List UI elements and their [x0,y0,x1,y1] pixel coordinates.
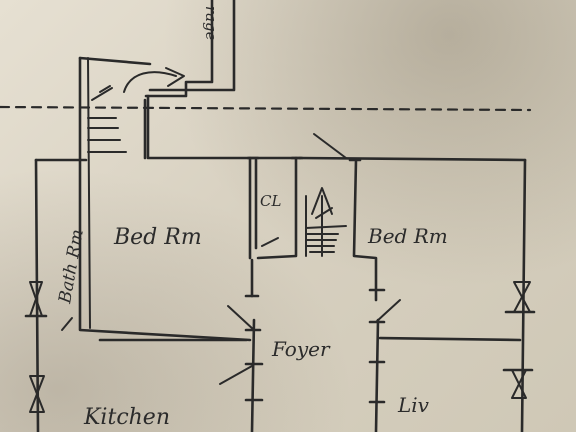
garage-walls [144,0,236,98]
entry-steps [87,85,127,153]
bedroom-left-label: Bed Rm [113,225,202,250]
living-room-label: Liv [397,393,430,417]
closet-label: CL [260,192,281,210]
door-swing-arrow [123,67,185,93]
bath-room-label: Bath Rm [55,228,88,306]
central-staircase [305,187,347,257]
window-symbols [24,281,536,413]
bedroom-right-label: Bed Rm [367,224,448,248]
garage-label: rage [202,6,220,41]
door-swings [61,133,401,385]
exterior-walls [34,56,527,432]
interior-walls [98,156,522,432]
kitchen-label: Kitchen [83,405,170,430]
foyer-label: Foyer [271,337,331,361]
